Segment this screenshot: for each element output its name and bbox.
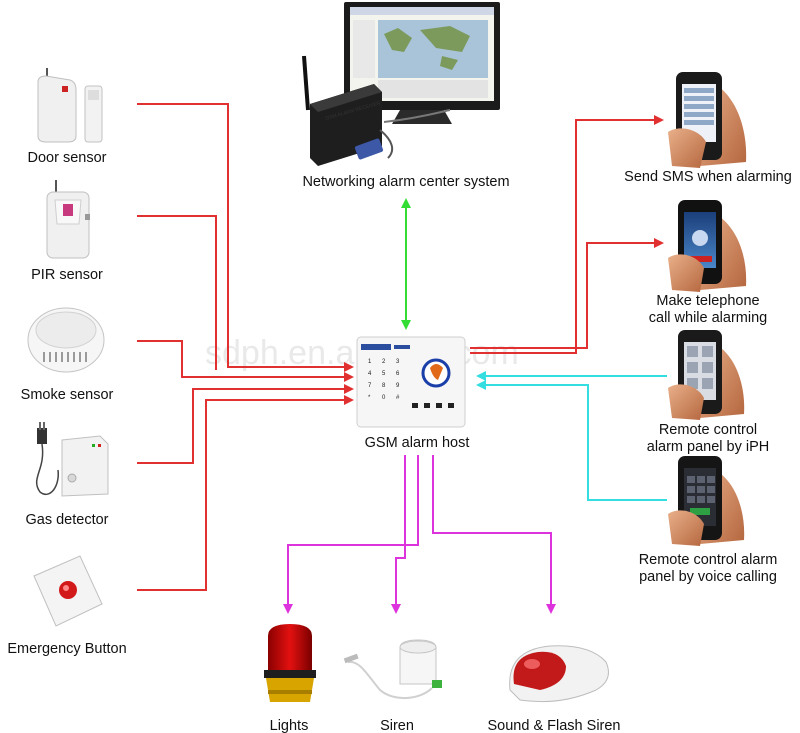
gas-sensor-line <box>137 384 354 464</box>
iph-label-line1: Remote control <box>659 422 757 438</box>
sms-label: Send SMS when alarming <box>624 169 792 185</box>
door-sensor-line <box>137 103 354 372</box>
siren-line <box>391 455 406 614</box>
svg-text:#: # <box>396 395 400 401</box>
pir-sensor-line <box>137 215 217 370</box>
pir-sensor-label: PIR sensor <box>31 267 103 283</box>
lights-device <box>264 624 316 702</box>
iph-label-line2: alarm panel by iPH <box>647 439 770 455</box>
voice-phone-device <box>668 456 745 546</box>
gas-detector-device <box>35 422 109 497</box>
door-sensor-label: Door sensor <box>28 150 107 166</box>
voice-label-line2: panel by voice calling <box>639 569 777 585</box>
output-lines <box>283 455 556 614</box>
emergency-button-line <box>137 395 354 591</box>
gsm-host-device: 1 2 3 4 5 6 7 8 9 * 0 # <box>356 336 466 428</box>
smoke-sensor-line <box>137 340 354 382</box>
emergency-button-device <box>33 555 103 627</box>
svg-text:9: 9 <box>396 383 400 389</box>
flash-siren-label: Sound & Flash Siren <box>488 718 621 733</box>
lights-line <box>283 455 419 614</box>
call-label-line1: Make telephone <box>656 293 759 309</box>
flash-siren-line <box>432 455 556 614</box>
networking-center-label: Networking alarm center system <box>302 174 509 190</box>
smoke-sensor-device <box>27 307 105 373</box>
siren-device <box>343 639 442 699</box>
svg-text:3: 3 <box>396 359 400 365</box>
svg-text:4: 4 <box>368 371 372 377</box>
voice-remote-line <box>476 380 667 501</box>
svg-text:*: * <box>368 395 371 401</box>
sms-phone-device <box>668 72 747 168</box>
remote-control-lines <box>476 371 667 501</box>
flash-siren-device <box>509 645 609 703</box>
pir-sensor-device <box>46 180 90 259</box>
smoke-sensor-label: Smoke sensor <box>21 387 114 403</box>
door-sensor-device <box>37 68 103 143</box>
svg-text:0: 0 <box>382 395 386 401</box>
gas-detector-label: Gas detector <box>25 512 108 528</box>
call-label-line2: call while alarming <box>649 310 767 326</box>
emergency-button-label: Emergency Button <box>7 641 126 657</box>
lights-label: Lights <box>270 718 309 733</box>
svg-text:7: 7 <box>368 383 372 389</box>
gsm-host-label: GSM alarm host <box>365 435 470 451</box>
svg-text:2: 2 <box>382 359 386 365</box>
networking-center-device: GSM ALARM RECEIVER <box>302 2 500 166</box>
svg-text:8: 8 <box>382 383 386 389</box>
host-to-sms-line <box>470 115 664 354</box>
voice-label-line1: Remote control alarm <box>639 552 778 568</box>
iph-phone-device <box>668 330 745 420</box>
sensor-connection-lines <box>137 103 664 591</box>
siren-label: Siren <box>380 718 414 733</box>
svg-text:6: 6 <box>396 371 400 377</box>
svg-text:1: 1 <box>368 359 372 365</box>
host-to-call-line <box>470 238 664 349</box>
call-phone-device <box>668 200 747 292</box>
svg-text:5: 5 <box>382 371 386 377</box>
